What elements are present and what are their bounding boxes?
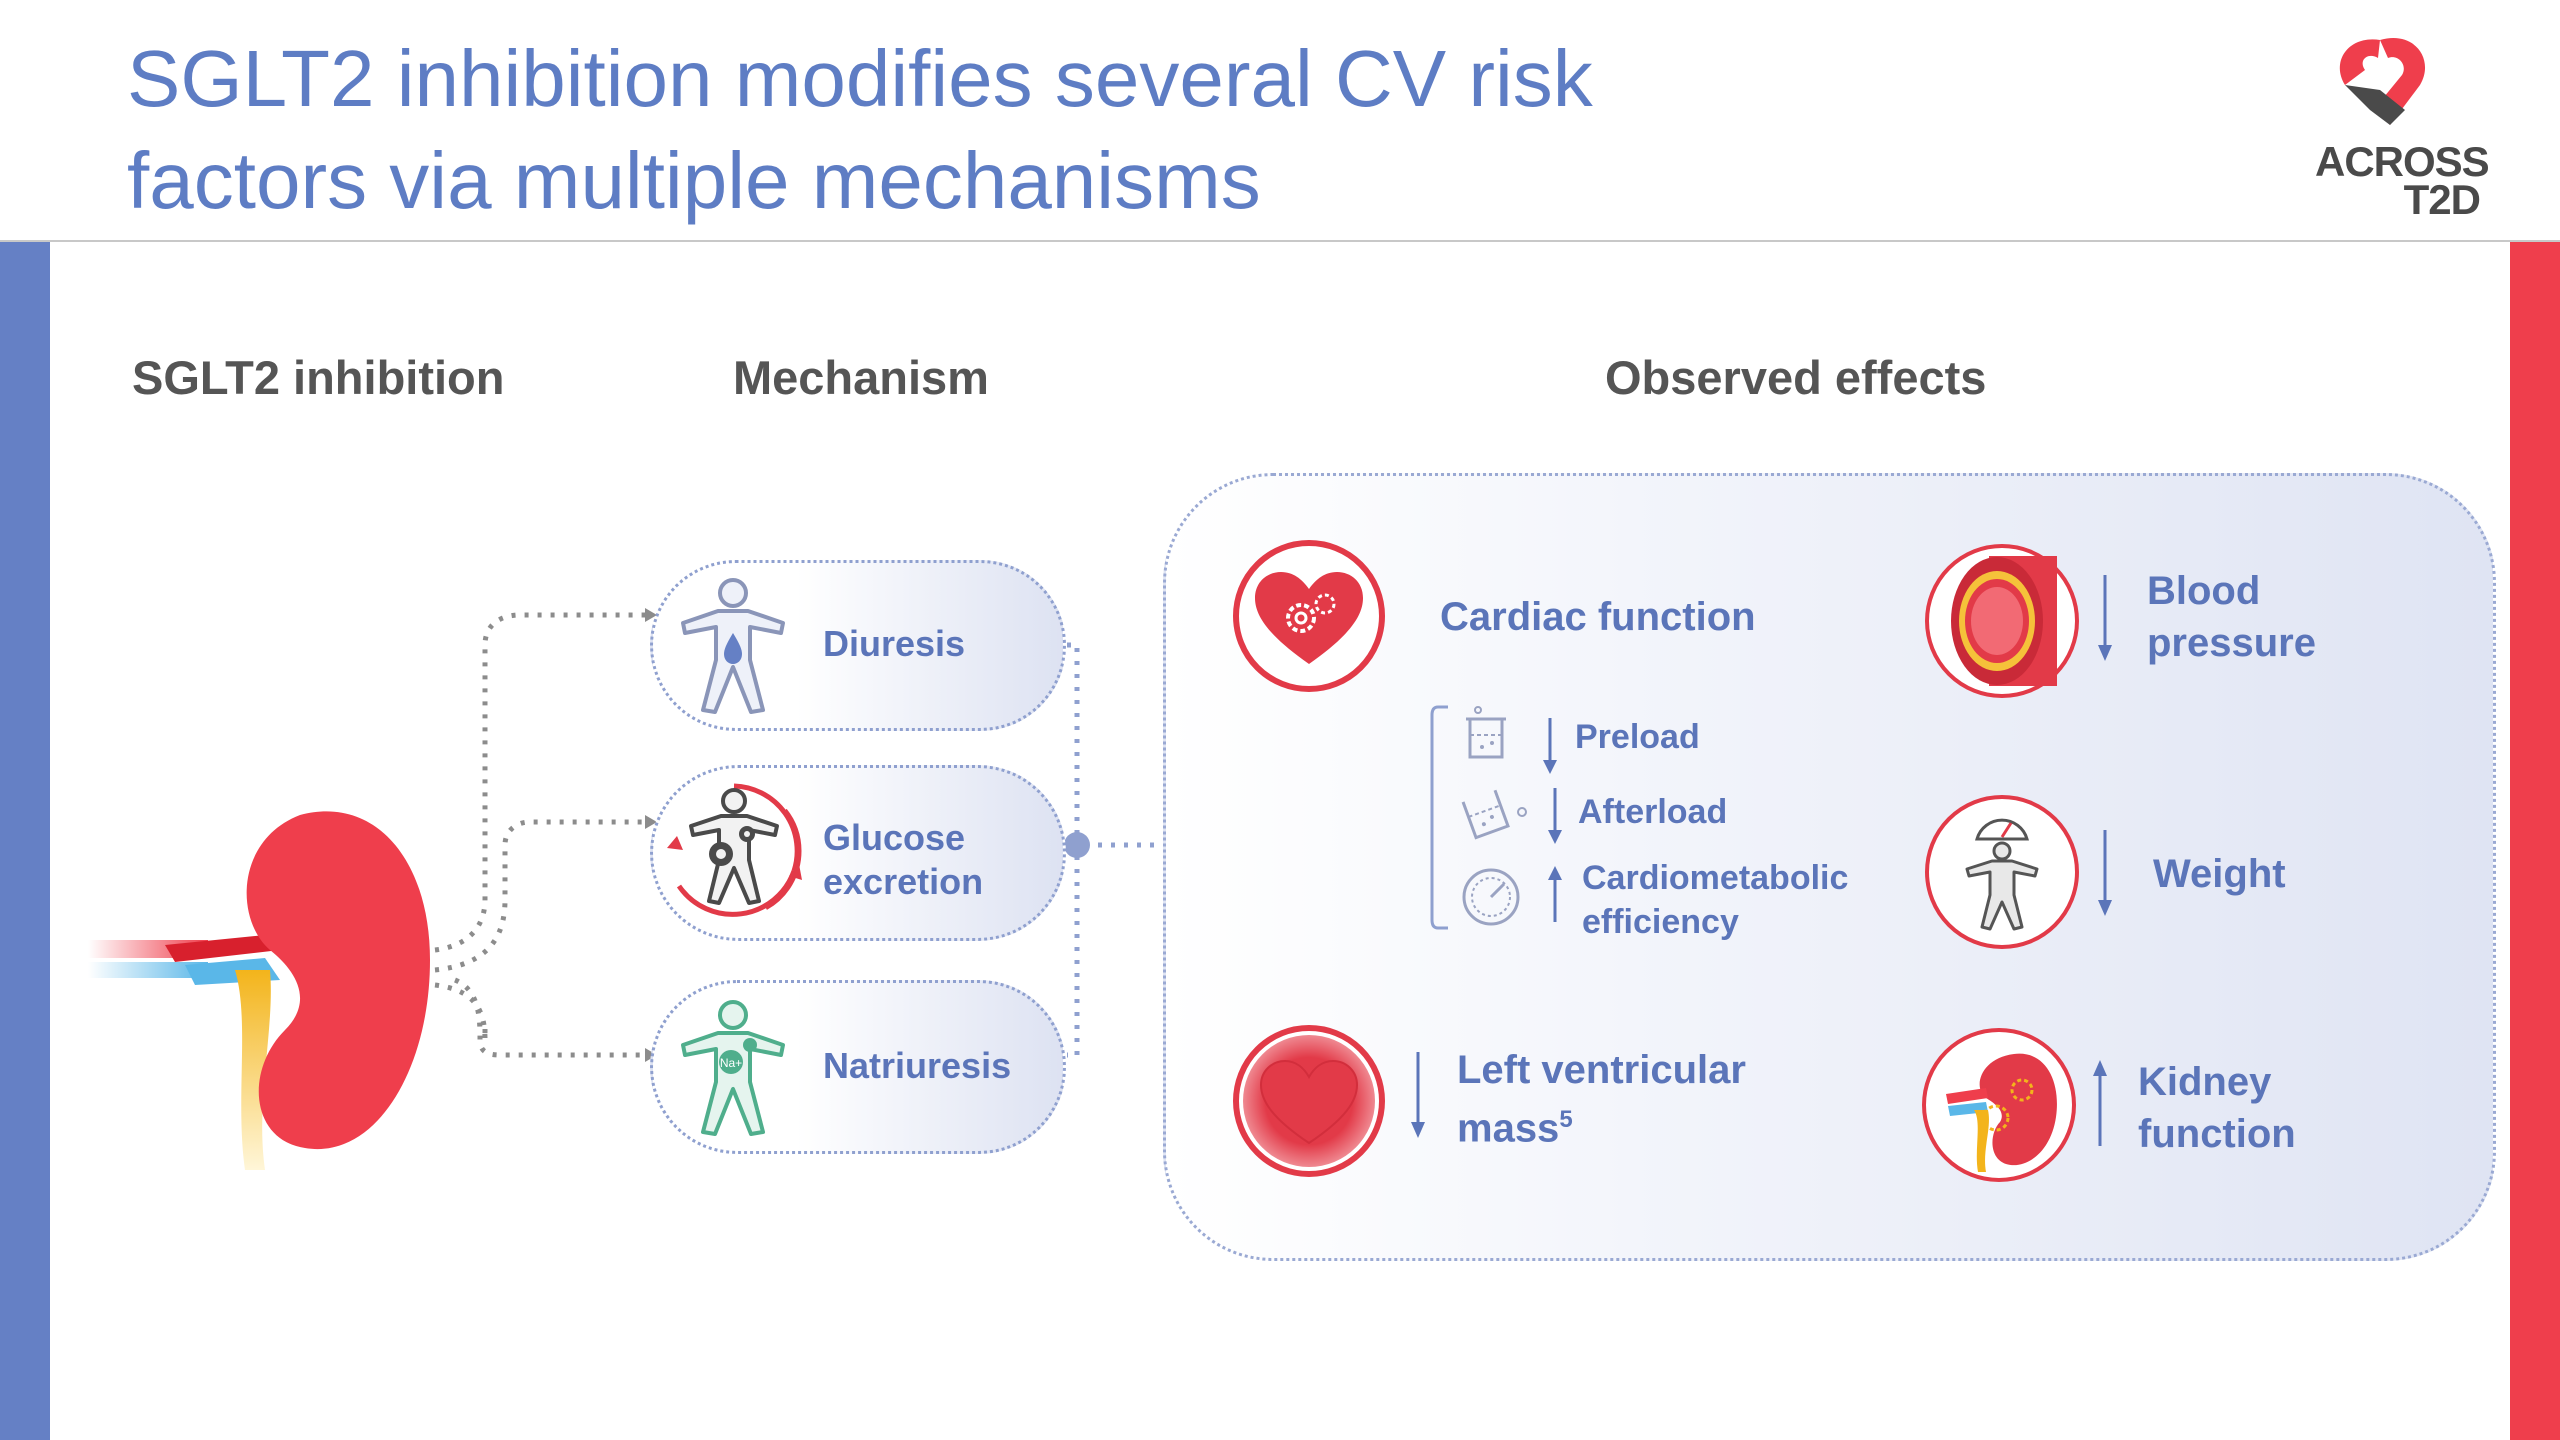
arrow-down-icon [2098, 830, 2112, 916]
kidney-function-label: Kidney function [2138, 1056, 2296, 1160]
cardiometabolic-line1: Cardiometabolic [1582, 859, 1849, 897]
body-droplet-icon [681, 578, 785, 714]
mechanism-label: Diuresis [823, 623, 966, 664]
lv-mass-footnote: 5 [1559, 1106, 1573, 1133]
logo-text-line2: T2D [2403, 176, 2481, 223]
mechanism-diuresis: Diuresis [650, 560, 1066, 731]
cardiac-function-label: Cardiac function [1440, 595, 1756, 639]
kidney-function-line2: function [2138, 1112, 2296, 1156]
arrow-up-icon [1548, 866, 1562, 922]
right-accent-bar [2510, 242, 2560, 1440]
mechanism-glucose-excretion: Glucose excretion [650, 765, 1066, 941]
tilted-beaker-icon [1461, 789, 1527, 840]
blood-pressure-label: Blood pressure [2147, 565, 2316, 669]
lv-mass-line1: Left ventricular [1457, 1048, 1746, 1092]
gauge-icon [1462, 868, 1520, 926]
weight-label: Weight [2153, 852, 2286, 896]
mechanism-label-line2: excretion [823, 861, 984, 902]
mechanism-label: Glucose excretion [823, 816, 983, 904]
afterload-label: Afterload [1578, 793, 1728, 831]
heart-gears-icon [1233, 540, 1385, 692]
preload-label: Preload [1575, 718, 1700, 756]
lv-mass-label: Left ventricular mass5 [1457, 1045, 1746, 1153]
logo: ACROSS T2D [2310, 30, 2490, 225]
observed-effects-panel [1163, 473, 2496, 1261]
blood-pressure-line1: Blood [2147, 569, 2261, 613]
heading-observed-effects: Observed effects [1605, 351, 1987, 404]
logo-mark-icon [2339, 38, 2426, 125]
arrow-up-icon [2093, 1060, 2107, 1146]
kidney-gears-icon [1922, 1028, 2076, 1182]
heart-icon [1233, 1025, 1385, 1177]
logo-text-line1: ACROSS [2315, 138, 2490, 185]
lv-mass-line2: mass [1457, 1106, 1560, 1151]
arrow-down-icon [1543, 718, 1557, 774]
blood-pressure-line2: pressure [2147, 621, 2316, 665]
sodium-badge: Na+ [720, 1056, 742, 1070]
page-title: SGLT2 inhibition modifies several CV ris… [127, 34, 1593, 225]
body-sodium-icon: Na+ [681, 1000, 785, 1136]
beaker-icon [1466, 706, 1506, 759]
body-scale-icon [1925, 795, 2079, 949]
kidney-mechanism-connectors [88, 608, 1160, 1170]
heading-mechanism: Mechanism [733, 351, 989, 404]
mechanism-label-line1: Glucose [823, 817, 966, 858]
kidney-icon [246, 811, 430, 1150]
cardiometabolic-efficiency-label: Cardiometabolic efficiency [1582, 856, 1848, 944]
mechanism-natriuresis: Na+ Natriuresis [650, 980, 1066, 1154]
arrow-down-icon [2098, 575, 2112, 661]
body-gears-icon [666, 783, 802, 919]
left-accent-bar [0, 242, 50, 1440]
cardiometabolic-line2: efficiency [1582, 903, 1739, 941]
arrow-down-icon [1548, 788, 1562, 844]
heading-sglt2-inhibition: SGLT2 inhibition [132, 351, 505, 404]
artery-icon [1925, 544, 2079, 698]
kidney-function-line1: Kidney [2138, 1060, 2272, 1104]
header-divider [0, 240, 2560, 242]
arrow-down-icon [1411, 1052, 1425, 1138]
mechanism-label: Natriuresis [823, 1045, 1012, 1086]
cardiac-subitems-bracket [1430, 705, 1448, 930]
